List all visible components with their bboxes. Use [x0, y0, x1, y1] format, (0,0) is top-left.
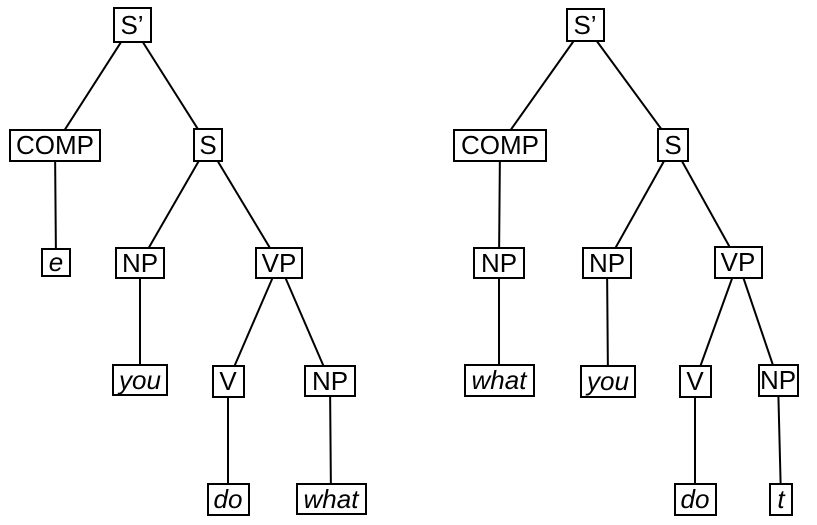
right-tree-node-you: you — [580, 364, 636, 398]
left-tree-edge-sbar-comp — [54, 24, 133, 146]
right-tree-s-label: S — [664, 130, 682, 160]
right-tree-you-label: you — [587, 366, 629, 396]
left-tree-sbar-label: S’ — [120, 10, 144, 40]
left-tree-what-label: what — [303, 484, 359, 514]
left-tree-edge-s-vp — [207, 144, 280, 264]
left-tree-edge-np2-what — [329, 380, 332, 500]
left-tree-v-label: V — [219, 366, 237, 396]
right-tree-edge-s-vp — [672, 144, 739, 263]
left-tree-np1-label: NP — [121, 248, 159, 278]
left-tree-edge-vp-np2 — [278, 262, 331, 382]
left-tree-node-what: what — [295, 483, 367, 515]
right-tree-edge-sbar-s — [584, 24, 674, 146]
left-tree-edge-comp-e — [54, 144, 57, 263]
right-tree-comp-label: COMP — [461, 130, 539, 160]
right-tree-edge-np1-you — [606, 262, 609, 382]
right-tree-node-vp: VP — [713, 245, 763, 279]
left-tree-e-label: e — [48, 247, 64, 277]
right-tree-node-comp: COMP — [453, 128, 547, 162]
right-tree-node-np1: NP — [582, 247, 632, 279]
right-tree-np0-label: NP — [480, 248, 518, 278]
left-tree-comp-label: COMP — [16, 130, 94, 160]
left-tree-edge-vp-v — [227, 262, 280, 382]
right-tree-node-sbar: S’ — [565, 8, 605, 42]
right-tree-sbar-label: S’ — [573, 10, 597, 40]
right-tree-edge-sbar-comp — [499, 24, 586, 146]
right-tree-vp-label: VP — [720, 247, 756, 277]
right-tree-node-t: t — [769, 482, 793, 516]
right-tree-np2-label: NP — [759, 365, 797, 395]
left-tree-node-s: S — [193, 128, 223, 162]
left-tree-node-v: V — [211, 364, 245, 398]
left-tree-edge-sbar-s — [131, 24, 209, 146]
right-tree-node-np2: NP — [757, 363, 799, 397]
right-tree-do-label: do — [680, 484, 710, 514]
right-tree-what-label: what — [471, 365, 527, 395]
left-tree-node-comp: COMP — [9, 128, 101, 162]
left-tree-edge-s-np1 — [139, 144, 209, 264]
right-tree-t-label: t — [777, 484, 785, 514]
right-tree-node-v: V — [678, 364, 712, 398]
right-tree-edge-vp-v — [694, 261, 739, 382]
left-tree-node-sbar: S’ — [112, 7, 152, 43]
left-tree-you-label: you — [119, 365, 161, 395]
left-tree-s-label: S — [199, 130, 217, 160]
right-tree-node-np0: NP — [473, 247, 525, 279]
left-tree-np2-label: NP — [311, 366, 349, 396]
left-tree-node-you: you — [112, 364, 168, 396]
left-tree-do-label: do — [213, 484, 243, 514]
right-tree-edge-comp-np0 — [498, 144, 501, 264]
right-tree-node-s: S — [657, 128, 689, 162]
left-tree-node-vp: VP — [255, 247, 303, 279]
right-tree-v-label: V — [686, 366, 704, 396]
left-tree-node-np1: NP — [115, 247, 165, 279]
left-tree-vp-label: VP — [261, 248, 297, 278]
right-tree-edge-vp-np2 — [737, 261, 779, 381]
left-tree-node-np2: NP — [304, 365, 356, 397]
right-tree-node-what: what — [463, 363, 535, 397]
right-tree-np1-label: NP — [588, 248, 626, 278]
left-tree-node-do: do — [206, 482, 250, 516]
right-tree-node-do: do — [673, 482, 717, 516]
left-tree-node-e: e — [41, 247, 71, 277]
right-tree-edge-s-np1 — [606, 144, 674, 264]
right-tree-edge-np2-t — [777, 379, 782, 500]
